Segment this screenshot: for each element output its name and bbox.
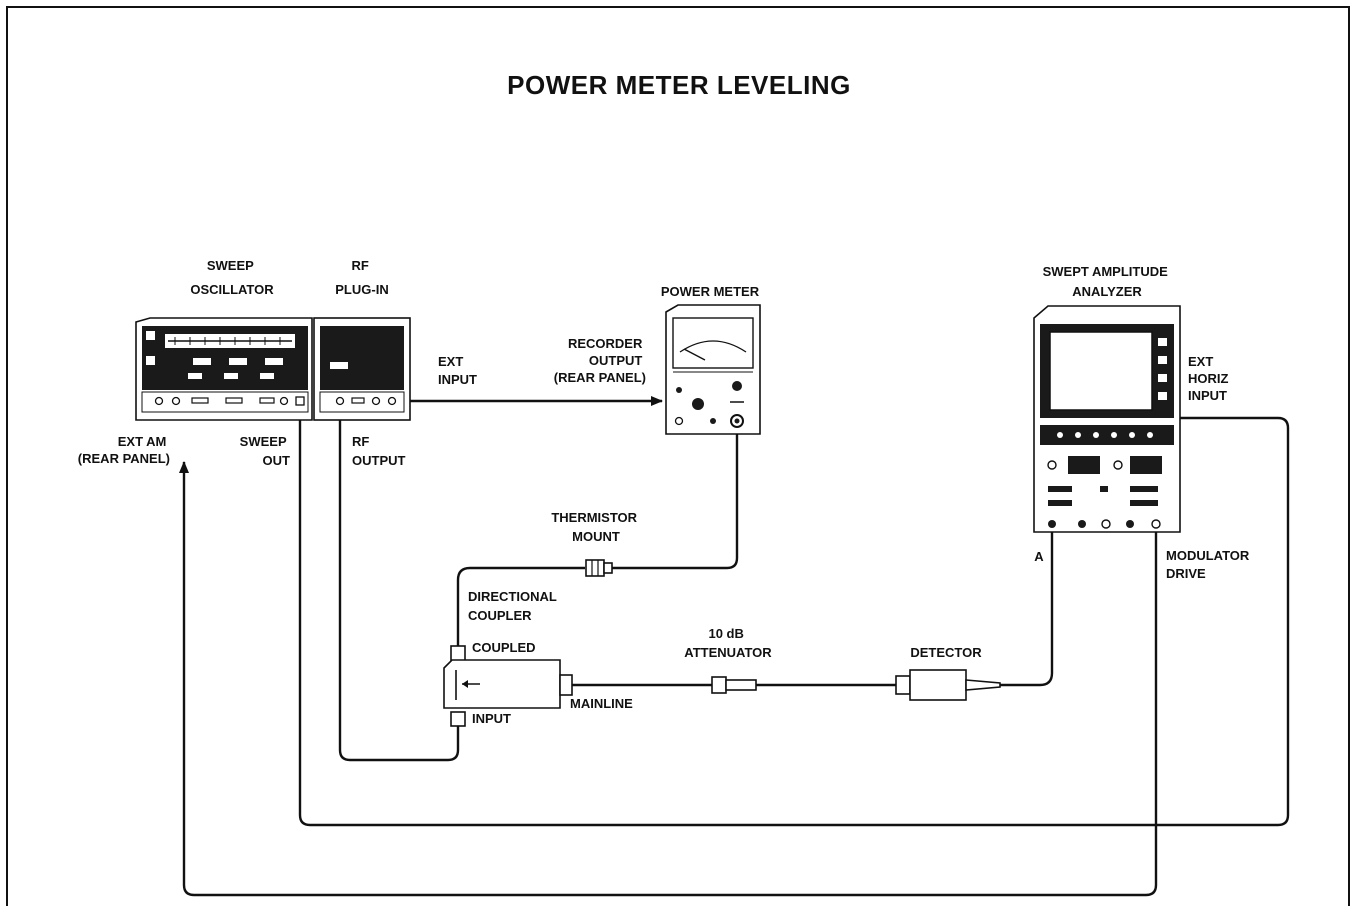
label-power-meter: POWER METER <box>661 284 760 299</box>
directional-coupler <box>443 645 573 727</box>
diagram-frame <box>6 6 1350 906</box>
label-recorder-output: RECORDER OUTPUT (REAR PANEL) <box>554 336 646 385</box>
rf-plugin <box>313 317 411 421</box>
label-directional-coupler: DIRECTIONAL COUPLER <box>468 589 560 623</box>
cable-coupled <box>456 566 585 646</box>
cable-sweep-out <box>298 401 1290 827</box>
detector <box>895 669 1001 701</box>
label-thermistor-mount: THERMISTOR MOUNT <box>551 510 640 544</box>
diagram-title: POWER METER LEVELING <box>507 70 851 100</box>
label-coupled: COUPLED <box>472 640 536 655</box>
swept-amplitude-analyzer <box>1033 305 1181 533</box>
label-swept-amplitude-analyzer: SWEPT AMPLITUDE ANALYZER <box>1043 264 1172 299</box>
label-analyzer-a: A <box>1034 549 1044 564</box>
label-attenuator: 10 dB ATTENUATOR <box>684 626 772 660</box>
label-modulator-drive: MODULATOR DRIVE <box>1166 548 1253 581</box>
label-input: INPUT <box>472 711 511 726</box>
cable-rf-output <box>338 401 460 762</box>
cable-modulator-drive <box>179 461 1158 897</box>
label-mainline: MAINLINE <box>570 696 633 711</box>
power-meter <box>665 304 761 435</box>
label-sweep-out: SWEEP OUT <box>240 434 290 468</box>
cable-thermistor <box>605 424 739 570</box>
label-ext-horiz-input: EXT HORIZ INPUT <box>1188 354 1232 403</box>
cable-detector-analyzer <box>1000 526 1054 687</box>
label-rf-plugin: RF PLUG-IN <box>335 258 388 297</box>
label-sweep-oscillator: SWEEP OSCILLATOR <box>190 258 274 297</box>
label-rf-output: RF OUTPUT <box>352 434 406 468</box>
thermistor-mount <box>585 559 613 577</box>
attenuator <box>711 676 757 694</box>
label-ext-am: EXT AM (REAR PANEL) <box>78 434 170 466</box>
sweep-oscillator <box>135 317 313 421</box>
label-detector: DETECTOR <box>910 645 982 660</box>
label-ext-input: EXT INPUT <box>438 354 477 387</box>
